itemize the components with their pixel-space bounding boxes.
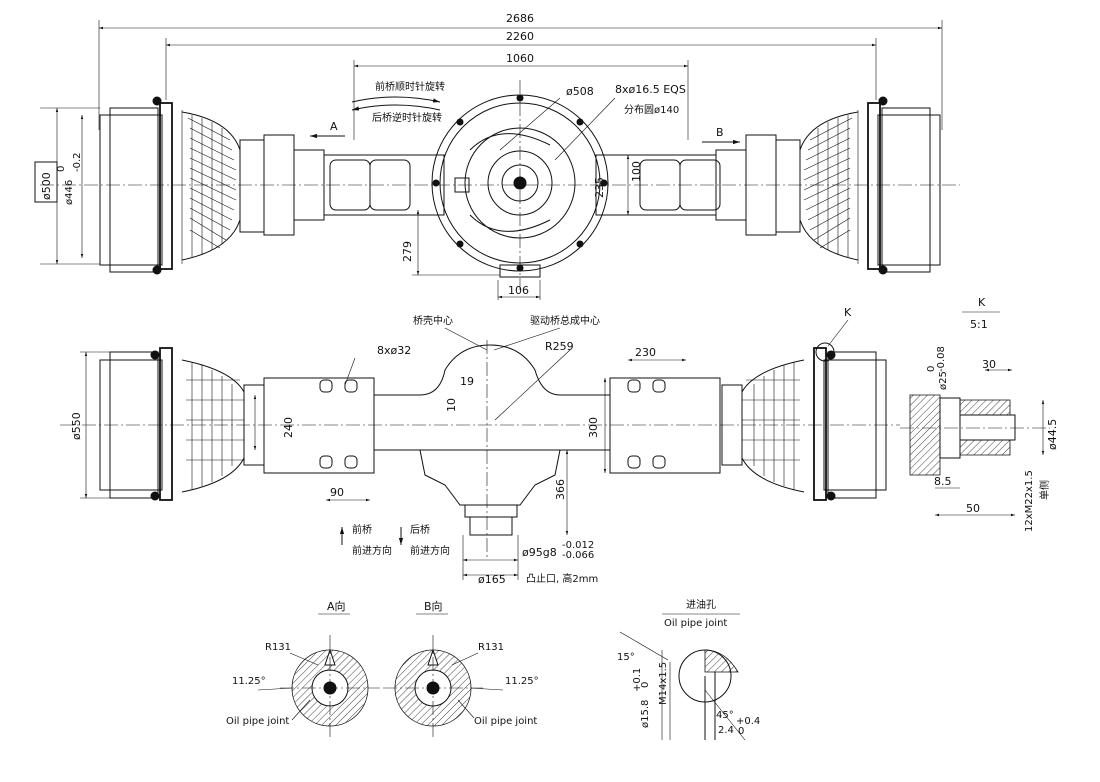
dim-v10: 10: [445, 398, 458, 412]
dim-h235: 235: [593, 177, 606, 198]
oil-inlet-angle15: 15°: [617, 652, 635, 663]
oil-inlet-depth: 2.4: [718, 725, 734, 736]
oil-inlet-subtitle: Oil pipe joint: [664, 618, 727, 629]
oil-inlet-d15: ø15.8: [640, 700, 651, 728]
detail-k: K 5:1 30 ø25 0 -0.08 ø44.5 8.5 50 12xM22…: [900, 296, 1059, 532]
dim-bolts-top: 8xø16.5 EQS: [615, 83, 686, 96]
dim-bolts-mid: 8xø32: [377, 344, 411, 357]
detail-k-d25: ø25: [938, 371, 949, 390]
view-a-marker: A: [330, 120, 338, 133]
dim-d550: ø550: [70, 412, 83, 440]
view-a-title: A向: [327, 599, 346, 613]
front-rotation-note: 前桥顺时针旋转: [375, 80, 445, 93]
rear-axle-label: 后桥: [410, 524, 430, 536]
left-wheel-end-top: [99, 96, 325, 275]
dim-w230: 230: [635, 346, 656, 359]
front-rotation-arrow: [351, 96, 441, 103]
dim-d165: ø165: [478, 573, 506, 586]
dim-d446: ø446: [64, 180, 75, 205]
housing-center-label: 桥壳中心: [413, 314, 453, 327]
detail-k-w50: 50: [966, 502, 980, 515]
view-b-marker: B: [716, 126, 724, 139]
dim-w106: 106: [508, 284, 529, 297]
view-b-joint: Oil pipe joint: [474, 716, 537, 727]
top-view: 2686 2260 1060 前桥顺时针旋转 后桥逆时针旋转: [34, 12, 960, 300]
view-a: A向 R131 11.25° Oil pipe joint: [226, 599, 380, 740]
dim-r259: R259: [545, 340, 574, 353]
front-dimension-lines: [80, 349, 686, 580]
dim-d95: ø95g8: [522, 546, 557, 559]
drive-center-label: 驱动桥总成中心: [530, 314, 600, 327]
dim-d95-tol-low: -0.066: [562, 550, 594, 561]
front-axle-label: 前桥: [352, 523, 372, 536]
oil-inlet-title: 进油孔: [686, 598, 716, 611]
dim-flange: 2260: [506, 30, 534, 43]
oil-inlet-thread: M14x1.5: [658, 662, 669, 705]
dim-h100: 100: [630, 161, 643, 182]
oil-inlet-angle45: 45°: [716, 710, 734, 721]
dim-h240: 240: [282, 417, 295, 438]
detail-k-thread-note: 单侧: [1038, 480, 1051, 500]
dim-d446-tol-low: -0.2: [72, 152, 83, 172]
dim-d500: ø500: [40, 172, 53, 200]
right-wheel-end-front: [721, 347, 887, 501]
detail-k-d25-tol-up: 0: [926, 366, 937, 372]
top-dimension-lines: [98, 20, 943, 140]
detail-k-d44: ø44.5: [1046, 419, 1059, 450]
detail-k-d25-tol-low: -0.08: [936, 346, 947, 372]
dim-h279: 279: [401, 241, 414, 262]
oil-inlet-detail: 进油孔 Oil pipe joint 15° ø15.8 +0.1 0 M14x…: [617, 598, 760, 741]
view-a-joint: Oil pipe joint: [226, 716, 289, 727]
dim-h300: 300: [587, 417, 600, 438]
right-wheel-end-top: [715, 96, 941, 275]
dim-w90: 90: [330, 486, 344, 499]
detail-k-w8: 8.5: [934, 475, 952, 488]
oil-inlet-depth-tol-up: +0.4: [736, 716, 760, 727]
dim-spring-seat: 1060: [506, 52, 534, 65]
dim-v19: 19: [460, 375, 474, 388]
dim-d95-tol-up: -0.012: [562, 540, 594, 551]
detail-k-title: K: [978, 296, 986, 309]
dim-d446-tol-up: 0: [56, 166, 67, 172]
left-wheel-end-front: [99, 347, 265, 501]
oil-inlet-d15-tol-up: +0.1: [632, 668, 643, 692]
oil-inlet-d15-tol-low: 0: [640, 682, 651, 688]
view-b-angle: 11.25°: [505, 676, 539, 687]
oil-inlet-depth-tol-low: 0: [738, 726, 744, 737]
k-marker: K: [844, 306, 852, 319]
front-view: 桥壳中心 驱动桥总成中心 K: [60, 306, 900, 586]
dim-h366: 366: [554, 479, 567, 500]
view-b-title: B向: [424, 599, 443, 613]
dim-bolt-circle: 分布圆ø140: [624, 104, 679, 116]
dim-overall: 2686: [506, 12, 534, 25]
view-a-angle: 11.25°: [232, 676, 266, 687]
forward-front-label: 前进方向: [352, 544, 392, 557]
detail-k-scale: 5:1: [970, 318, 988, 331]
dim-d508: ø508: [566, 85, 594, 98]
detail-k-thread: 12xM22x1.5: [1024, 470, 1035, 532]
left-diameter-dims: [34, 107, 100, 265]
forward-rear-label: 前进方向: [410, 544, 450, 557]
view-a-radius: R131: [265, 642, 291, 653]
view-b-radius: R131: [478, 642, 504, 653]
detail-k-w30: 30: [982, 358, 996, 371]
rear-rotation-note: 后桥逆时针旋转: [372, 111, 442, 124]
rear-rotation-arrow: [351, 104, 441, 111]
spigot-note: 凸止口, 高2mm: [526, 572, 598, 585]
axle-housing-front: [263, 344, 721, 536]
view-b: B向 R131 11.25° Oil pipe joint: [383, 599, 539, 740]
